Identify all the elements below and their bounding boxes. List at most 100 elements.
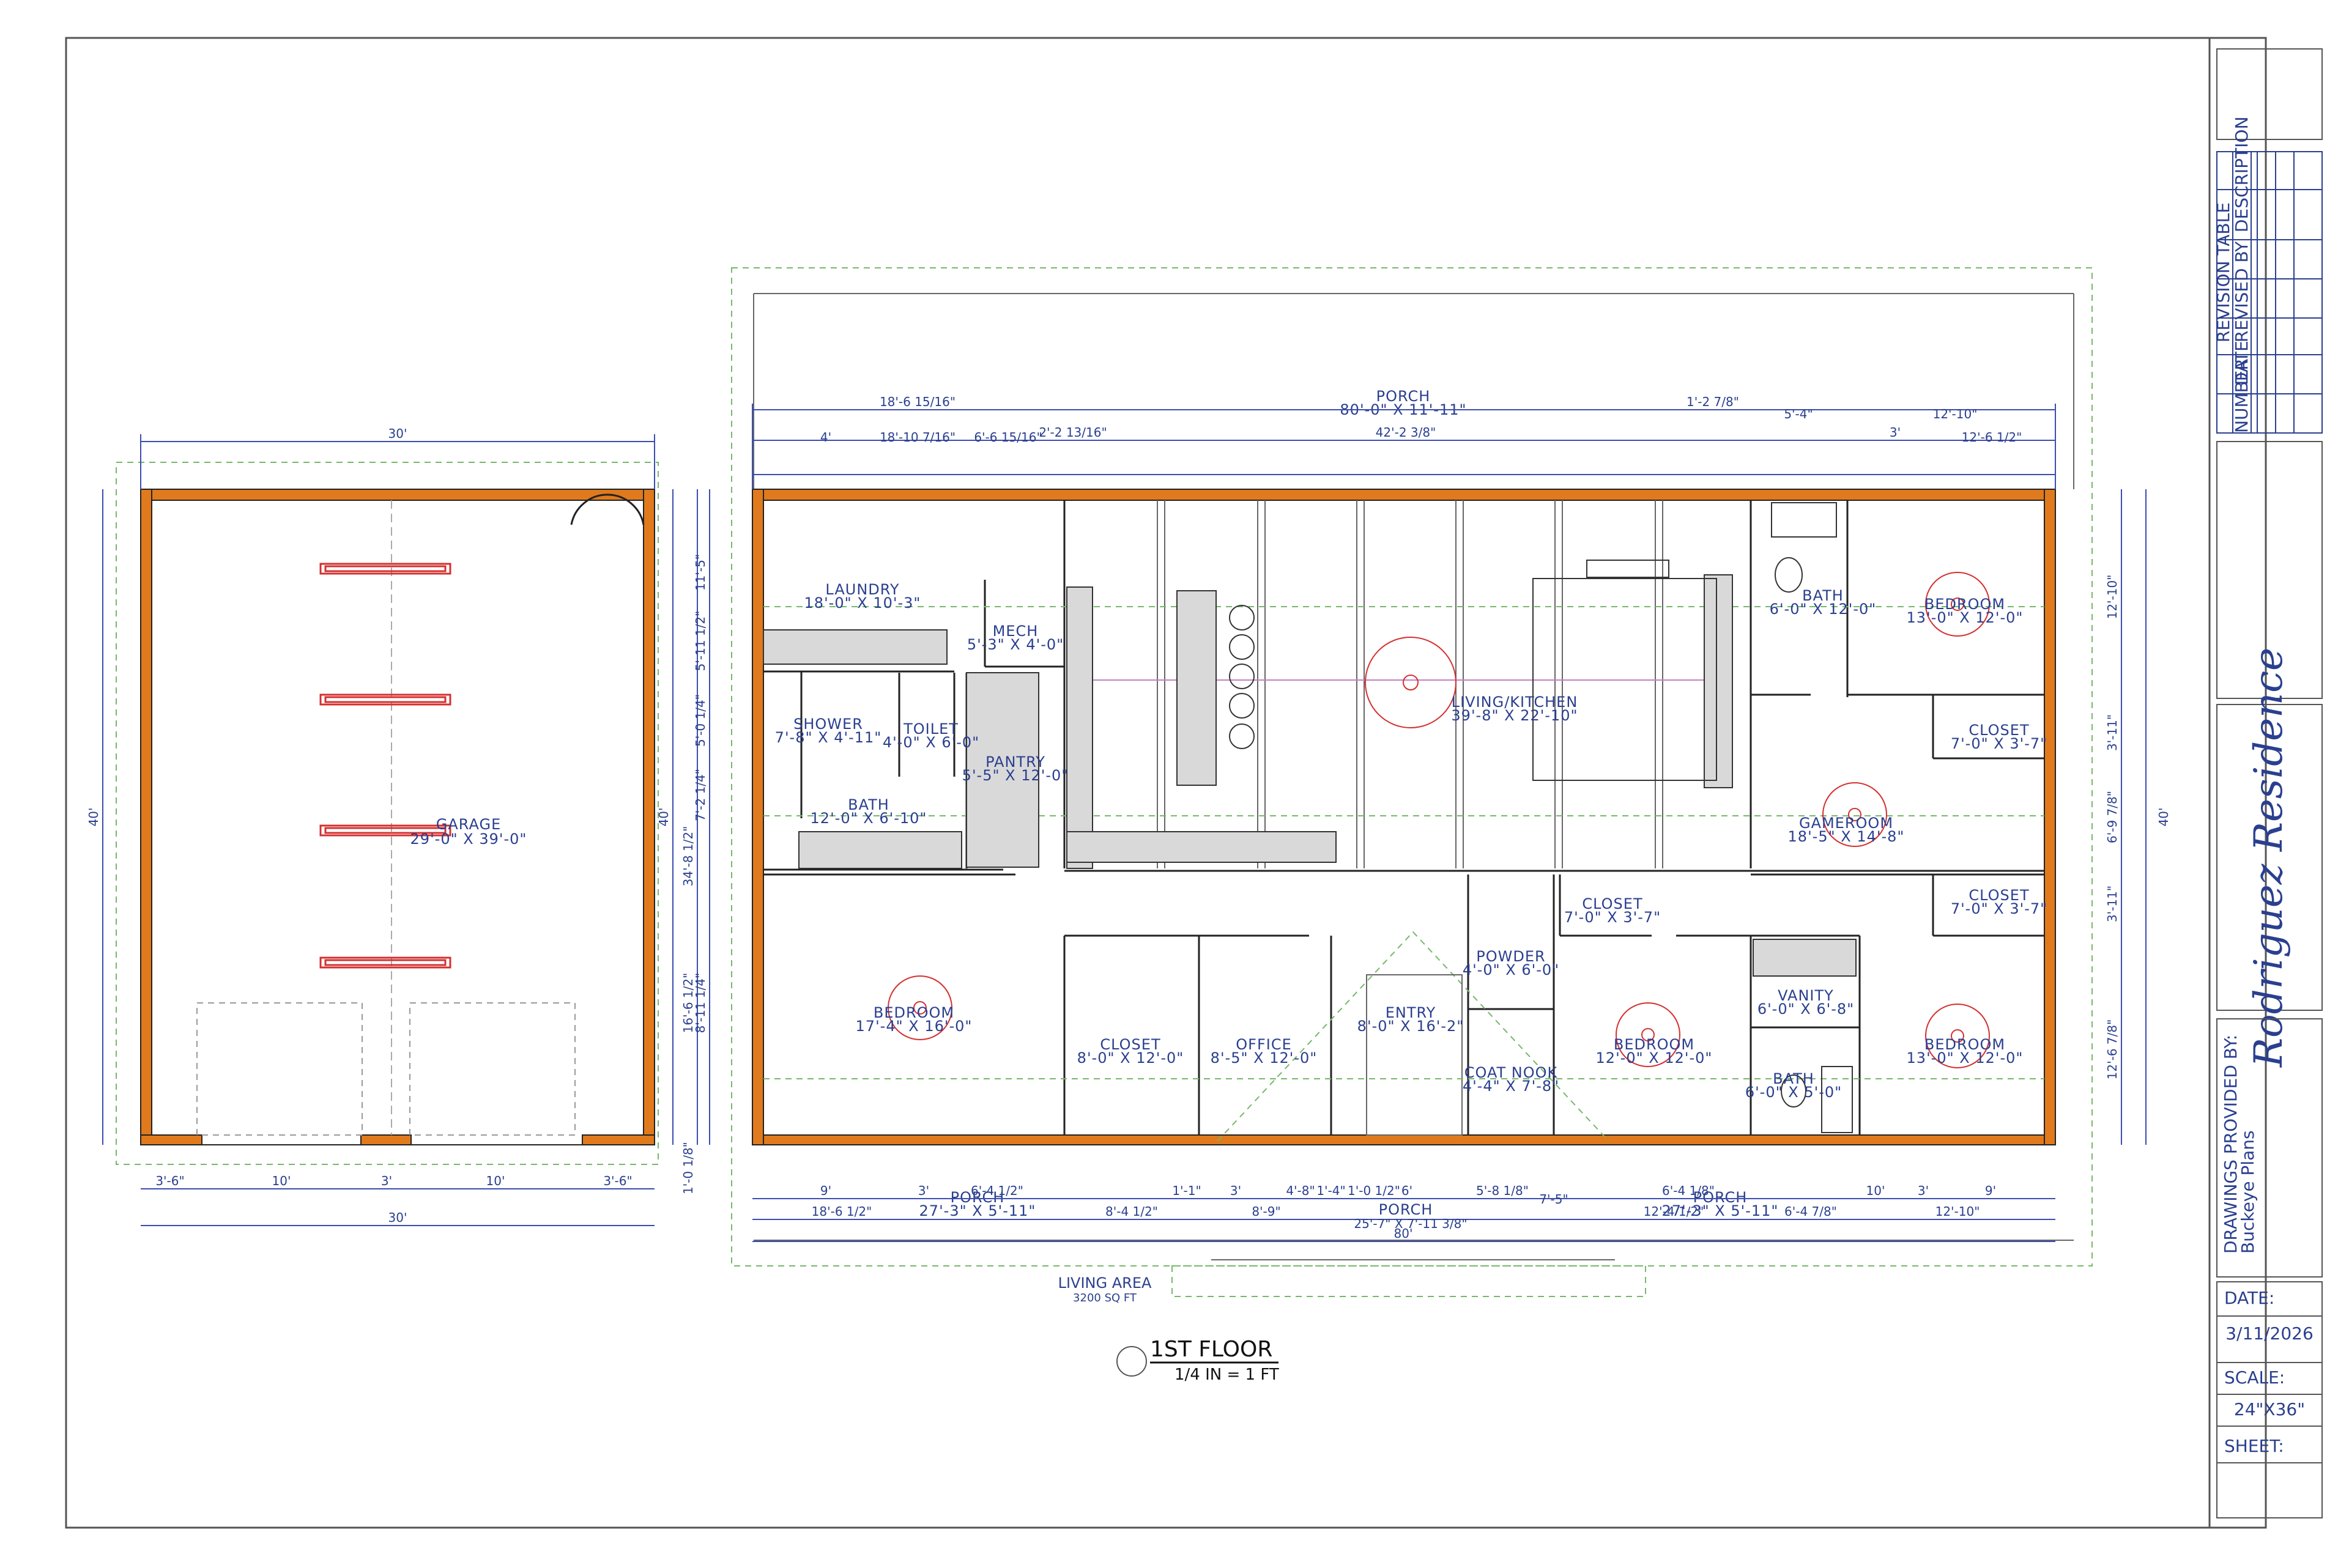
dim-top-r1-2: 42'-2 3/8" xyxy=(1376,425,1436,440)
room-bedroom-se-size: 13'-0" X 12'-0" xyxy=(1907,1049,2024,1067)
dim-bot-r2-0: 18'-6 1/2" xyxy=(812,1204,872,1219)
dim-left-8: 8'-11 1/4" xyxy=(693,973,708,1034)
dim-bot-r1-12: 10' xyxy=(1866,1183,1885,1198)
garage-size: 29'-0" X 39'-0" xyxy=(410,830,527,848)
dim-top-r1-5: 12'-10" xyxy=(1933,407,1978,421)
dim-bot-r1-5: 4'-8" xyxy=(1286,1183,1315,1198)
room-closet-e-size: 7'-0" X 3'-7" xyxy=(1951,900,2047,917)
dim-bot-r1-1: 3' xyxy=(918,1183,929,1198)
dim-right-3: 3'-11" xyxy=(2105,886,2120,922)
dim-top-r1-4: 5'-4" xyxy=(1784,407,1813,421)
dim-bot-total: 80' xyxy=(1394,1226,1413,1241)
room-laundry-size: 18'-0" X 10'-3" xyxy=(804,594,921,612)
sheet-label: SHEET: xyxy=(2224,1436,2284,1456)
kitchen-fixtures xyxy=(763,502,1857,1133)
dim-garage-b1: 10' xyxy=(272,1174,291,1188)
dim-bot-r1-3: 1'-1" xyxy=(1172,1183,1201,1198)
dim-garage-b4: 3'-6" xyxy=(603,1174,632,1188)
dim-bot-r1-14: 9' xyxy=(1985,1183,1996,1198)
dim-bot-r1-7: 1'-0 1/2" xyxy=(1348,1183,1400,1198)
room-office-size: 8'-5" X 12'-0" xyxy=(1211,1049,1318,1067)
drawing-title: LIVING AREA 3200 SQ FT 1ST FLOOR 1/4 IN … xyxy=(1058,1274,1279,1384)
dim-top-r2-19: 12'-6 1/2" xyxy=(1962,430,2022,445)
drawing-title-text: 1ST FLOOR xyxy=(1150,1337,1272,1362)
room-powder-size: 4'-0" X 6'-0" xyxy=(1463,961,1559,978)
room-toilet: TOILET xyxy=(903,720,959,738)
dim-right-1: 3'-11" xyxy=(2105,714,2120,751)
room-bedroom-w-size: 17'-4" X 16'-0" xyxy=(856,1018,973,1035)
room-shower-size: 7'-8" X 4'-11" xyxy=(775,729,882,746)
dim-bot-r1-8: 6' xyxy=(1401,1183,1412,1198)
dim-top-r1-1: 2'-2 13/16" xyxy=(1039,425,1107,440)
dim-right-0: 12'-10" xyxy=(2105,575,2120,619)
drawings-by-box xyxy=(2216,1018,2323,1278)
room-bath2-size: 6'-0" X 12'-0" xyxy=(1770,601,1877,618)
revision-col-number: NUMBER xyxy=(2232,358,2252,433)
room-porch-sw-size: 27'-3" X 5'-11" xyxy=(919,1202,1036,1219)
room-labels: LAUNDRY 18'-0" X 10'-3" MECH 5'-3" X 4'-… xyxy=(775,388,2047,1219)
dim-bot-r2-6: 12'-10" xyxy=(1935,1204,1980,1219)
room-porch-n: PORCH xyxy=(1376,388,1431,405)
dim-bot-r2-3: 25'-7" X 7'-11 3/8" xyxy=(1354,1216,1467,1231)
dim-top-r1-3: 1'-2 7/8" xyxy=(1687,394,1739,409)
house-exterior xyxy=(752,489,2056,1145)
drawings-by-name: Buckeye Plans xyxy=(2238,1130,2258,1254)
room-living-size: 39'-8" X 22'-10" xyxy=(1451,707,1578,724)
room-closet-ne-size: 7'-0" X 3'-7" xyxy=(1951,735,2047,752)
room-bedroom-w: BEDROOM xyxy=(874,1004,954,1021)
dim-left-4: 7'-2 1/4" xyxy=(693,769,708,821)
room-toilet-size: 4'-0" X 6'-0" xyxy=(883,734,979,751)
room-porch-sw: PORCH xyxy=(951,1189,1005,1206)
dim-left-3: 5'-0 1/4" xyxy=(693,694,708,747)
room-powder: POWDER xyxy=(1476,948,1545,965)
dim-right-4: 12'-6 7/8" xyxy=(2105,1019,2120,1080)
ceiling-fans xyxy=(888,572,1990,1068)
revision-table-title: REVISION TABLE xyxy=(2213,202,2233,342)
room-office: OFFICE xyxy=(1236,1036,1292,1053)
dim-garage-right: 40' xyxy=(656,808,671,827)
dim-bot-r1-6: 1'-4" xyxy=(1316,1183,1345,1198)
dim-bot-r1-10: 7'-5" xyxy=(1539,1192,1568,1207)
room-porch-se: PORCH xyxy=(1693,1189,1748,1206)
room-pantry: PANTRY xyxy=(985,753,1045,771)
dim-bot-r1-13: 3' xyxy=(1918,1183,1929,1198)
drawings-by-label: DRAWINGS PROVIDED BY: xyxy=(2221,1035,2241,1254)
room-pantry-size: 5'-5" X 12'-0" xyxy=(962,767,1069,784)
dim-garage-b0: 3'-6" xyxy=(155,1174,184,1188)
room-bedroom-ne-size: 13'-0" X 12'-0" xyxy=(1907,609,2024,626)
dim-bot-r1-4: 3' xyxy=(1230,1183,1241,1198)
revision-col-description: DESCRIPTION xyxy=(2232,116,2252,232)
garage-label: GARAGE xyxy=(436,816,501,833)
room-shower: SHOWER xyxy=(793,716,863,733)
dim-right-2: 6'-9 7/8" xyxy=(2105,791,2120,843)
dimension-lines: 30' 3'-6" 10' 3' 10' 3'-6" 30' 40' 40' 1… xyxy=(86,394,2171,1242)
living-area-label: LIVING AREA xyxy=(1058,1274,1152,1292)
room-closet-e: CLOSET xyxy=(1969,887,2029,904)
dim-bot-r1-9: 5'-8 1/8" xyxy=(1476,1183,1529,1198)
interior-walls xyxy=(763,500,2044,1135)
scale-label: SCALE: xyxy=(2224,1367,2285,1388)
entry-vestibule xyxy=(1366,974,1463,1136)
room-bedroom-s: BEDROOM xyxy=(1614,1036,1694,1053)
room-vanity-size: 6'-0" X 6'-8" xyxy=(1757,1000,1854,1018)
project-name-box xyxy=(2216,704,2323,1011)
project-name: Rodriguez Residence xyxy=(2246,648,2291,1068)
room-bath1: BATH xyxy=(848,796,889,813)
room-closet-w: CLOSET xyxy=(1100,1036,1160,1053)
living-area-value: 3200 SQ FT xyxy=(1073,1292,1137,1304)
roof-outline xyxy=(116,267,2093,1297)
room-bedroom-se: BEDROOM xyxy=(1924,1036,2005,1053)
room-entry-size: 8'-0" X 16'-2" xyxy=(1357,1018,1464,1035)
room-bath1-size: 12'-0" X 6'-10" xyxy=(811,810,927,827)
dim-bot-r1-2: 6'-4 1/2" xyxy=(971,1183,1023,1198)
empty-box xyxy=(2216,441,2323,699)
dim-bot-r2-5: 6'-4 7/8" xyxy=(1784,1204,1837,1219)
dim-left-2: 5'-11 1/2" xyxy=(693,611,708,671)
dim-garage-left: 40' xyxy=(86,808,101,827)
dim-garage-top: 30' xyxy=(388,426,407,441)
room-bath3: BATH xyxy=(1773,1070,1814,1087)
dim-bot-r2-1: 8'-4 1/2" xyxy=(1105,1204,1158,1219)
dim-house-right: 40' xyxy=(2156,808,2171,827)
